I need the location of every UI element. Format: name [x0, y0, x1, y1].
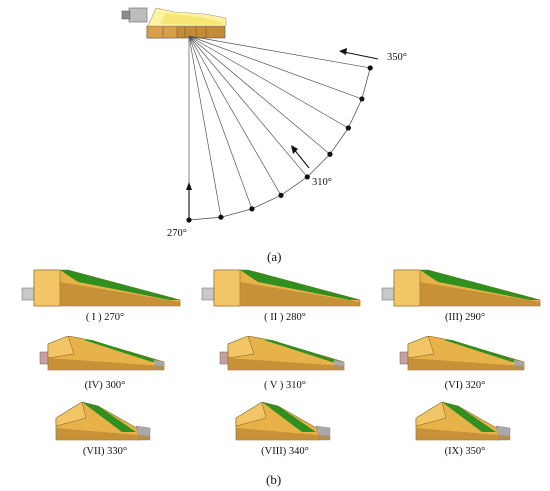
arc-point — [218, 214, 224, 220]
arc-point — [278, 192, 284, 198]
angle-label-270: 270° — [167, 228, 187, 239]
angle-label-350: 350° — [387, 52, 407, 63]
panel-a-label: (a) — [267, 249, 282, 264]
support-model-4 — [34, 335, 166, 376]
direction-arrows — [186, 48, 379, 220]
support-model-1 — [20, 268, 184, 308]
machine-body — [121, 7, 227, 39]
case-caption: (VIII) 340° — [261, 446, 309, 457]
support-model-9 — [412, 401, 512, 442]
arc-point — [304, 174, 310, 180]
case-caption: ( V ) 310° — [263, 380, 307, 391]
case-caption: (IX) 350° — [444, 446, 486, 457]
case-caption: (IV) 300° — [84, 380, 126, 391]
support-model-8 — [232, 401, 332, 442]
radial-line — [188, 35, 349, 129]
radial-line — [188, 35, 282, 196]
arc-point — [345, 125, 351, 131]
arc-point — [327, 151, 333, 157]
radial-line — [188, 35, 222, 218]
arc-points — [186, 65, 373, 223]
arc-point — [359, 96, 365, 102]
radial-line — [188, 35, 253, 210]
radial-line — [188, 35, 363, 100]
case-caption: ( II ) 280° — [264, 312, 306, 323]
support-model-5 — [214, 335, 346, 376]
case-caption: ( I ) 270° — [85, 312, 125, 323]
arc-point — [367, 65, 373, 71]
case-caption: (VII) 330° — [82, 446, 128, 457]
support-model-7 — [52, 401, 152, 442]
support-model-2 — [200, 268, 364, 308]
angle-label-310: 310° — [312, 177, 332, 188]
support-model-6 — [394, 335, 526, 376]
radial-lines — [188, 35, 371, 220]
support-model-3 — [380, 268, 544, 308]
case-caption: (VI) 320° — [444, 380, 486, 391]
radial-line — [188, 35, 371, 69]
radial-line — [188, 35, 308, 178]
radial-line — [188, 35, 331, 155]
panel-b-label: (b) — [266, 472, 282, 487]
arc-point — [249, 206, 255, 212]
case-caption: (III) 290° — [444, 312, 486, 323]
